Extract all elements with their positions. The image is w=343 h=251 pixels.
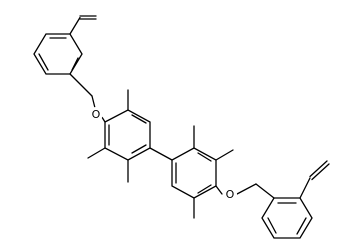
bond-vinyl-bottom-attach	[299, 177, 311, 199]
ring-right-bottom	[261, 197, 313, 239]
ring-central-right	[171, 147, 217, 199]
bond-o-ring-right	[215, 185, 223, 195]
bond-vinyl-top-attach	[69, 16, 81, 35]
bond-ch2-right	[255, 183, 275, 199]
methyl-left-side	[87, 147, 106, 159]
ring-central-left-inner	[108, 114, 147, 154]
bond-ch2-left	[69, 73, 93, 97]
bond-biaryl	[149, 147, 173, 161]
ring-left-top-inner	[38, 37, 79, 71]
atom-labels: O O	[89, 107, 237, 201]
bond-vinyl-bottom	[309, 160, 330, 181]
ring-central-right-inner	[175, 152, 212, 194]
bond-vinyl-top	[79, 15, 97, 20]
bond-ch2-o-left	[91, 95, 96, 109]
ring-central-left	[104, 109, 151, 161]
bond-o-ch2-right	[236, 183, 257, 195]
ring-left-top	[33, 33, 83, 75]
oxygen-right-bg	[223, 187, 237, 201]
oxygen-left-bg	[89, 107, 103, 121]
oxygen-left-label: O	[92, 108, 101, 121]
methyl-right-side	[215, 149, 234, 161]
bonds	[33, 15, 330, 239]
oxygen-right-label: O	[226, 188, 235, 201]
ring-right-bottom-inner	[267, 202, 307, 235]
